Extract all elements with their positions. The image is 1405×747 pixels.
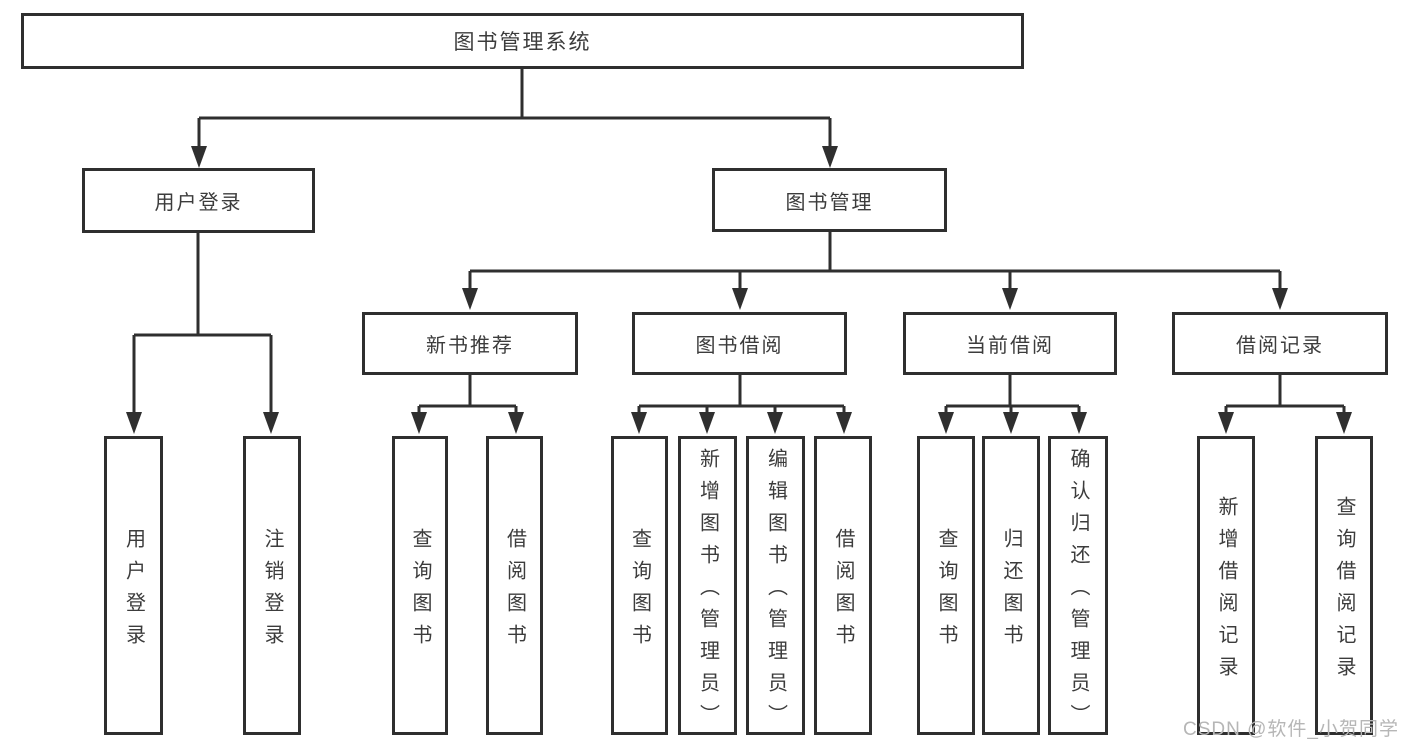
node-label: 图书管理系统 [453,31,592,54]
leaf-add-books-admin: 新增图书（管理员） [678,436,737,736]
leaf-label: 用户登录 [122,527,145,656]
leaf-label: 查询图书 [409,527,431,656]
leaf-borrow-books-recommend: 借阅图书 [486,436,543,735]
leaf-label: 确认归还（管理员） [1067,447,1089,736]
node-borrow-records: 借阅记录 [1172,312,1388,375]
node-user-login: 用户登录 [82,168,315,233]
node-new-book-recommend: 新书推荐 [362,312,578,375]
leaf-query-borrow-record: 查询借阅记录 [1315,436,1373,735]
leaf-label: 借阅图书 [503,527,526,656]
leaf-user-login: 用户登录 [104,436,163,735]
leaf-confirm-return-admin: 确认归还（管理员） [1048,436,1108,736]
leaf-query-books-recommend: 查询图书 [392,436,448,735]
node-label: 图书借阅 [695,335,784,357]
node-label: 借阅记录 [1236,335,1324,357]
node-label: 用户登录 [154,192,243,214]
leaf-label: 注销登录 [261,527,283,656]
leaf-return-books: 归还图书 [982,436,1040,735]
leaf-query-books-current: 查询图书 [917,436,975,735]
leaf-add-borrow-record: 新增借阅记录 [1197,436,1255,735]
leaf-label: 归还图书 [1000,527,1022,656]
leaf-edit-books-admin: 编辑图书（管理员） [746,436,805,736]
node-library-management-system: 图书管理系统 [21,13,1024,69]
node-label: 当前借阅 [966,335,1054,357]
leaf-label: 借阅图书 [832,527,854,656]
node-label: 新书推荐 [426,335,514,357]
leaf-label: 编辑图书（管理员） [764,447,787,736]
leaf-logout: 注销登录 [243,436,301,735]
leaf-query-books-borrow: 查询图书 [611,436,668,735]
node-book-borrow: 图书借阅 [632,312,847,375]
leaf-label: 新增借阅记录 [1215,495,1237,688]
node-label: 图书管理 [785,191,874,214]
leaf-borrow-books: 借阅图书 [814,436,872,735]
node-current-borrow: 当前借阅 [903,312,1117,375]
node-book-management: 图书管理 [712,168,947,232]
leaf-label: 查询图书 [935,527,957,656]
csdn-watermark: CSDN @软件_小贺同学 [1183,719,1399,740]
leaf-label: 查询借阅记录 [1333,495,1355,688]
leaf-label: 查询图书 [628,527,651,656]
arrowheads [126,146,1352,434]
leaf-label: 新增图书（管理员） [696,447,719,736]
